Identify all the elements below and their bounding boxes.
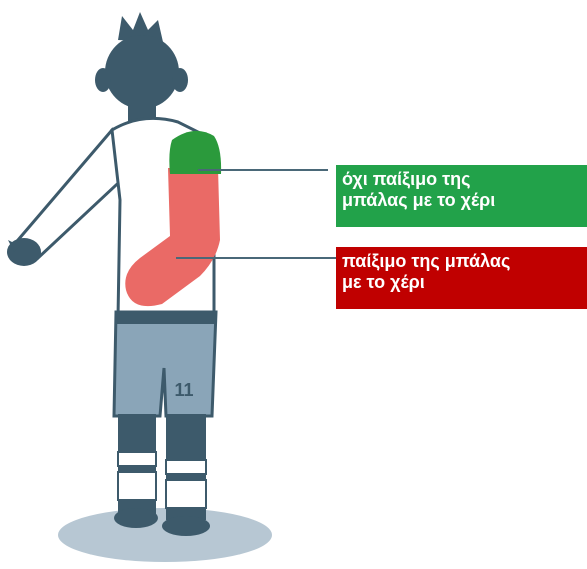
label-handball: παίξιμο της μπάλας με το χέρι — [336, 247, 587, 309]
ground-shadow — [58, 508, 272, 562]
player-head — [95, 12, 188, 109]
player-left-arm — [7, 130, 130, 266]
arm-no-handball-zone — [169, 131, 221, 174]
shirt-number: 11 — [174, 380, 193, 400]
label-no-handball: όχι παίξιμο της μπάλας με το χέρι — [336, 165, 587, 227]
player-shorts — [114, 312, 216, 416]
